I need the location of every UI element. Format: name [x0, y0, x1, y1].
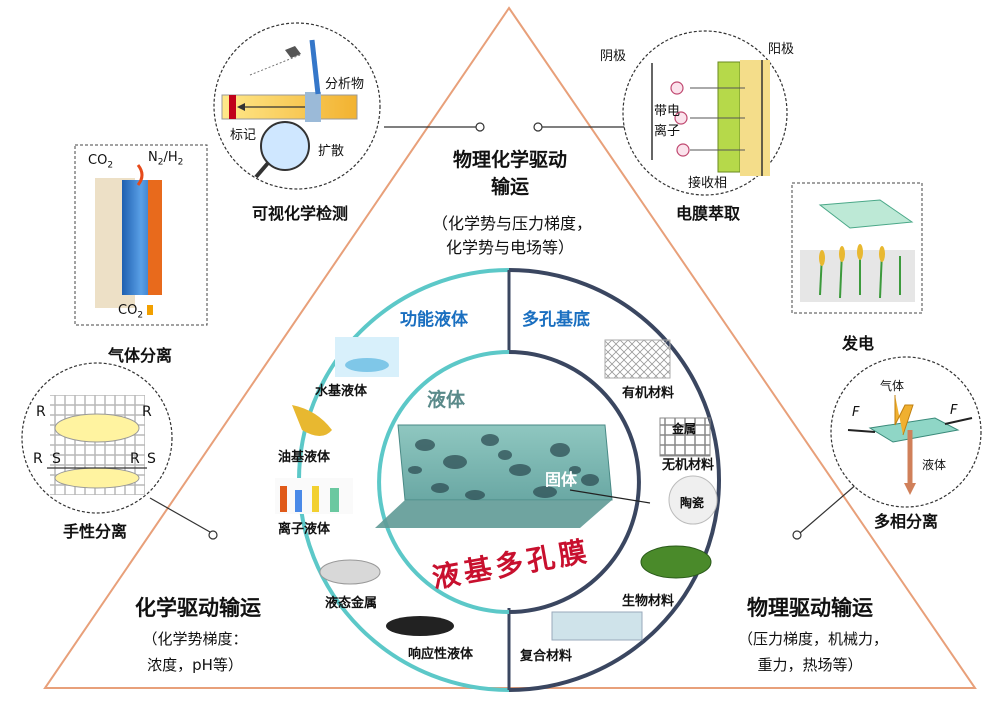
chiral-r-left: R: [36, 404, 46, 420]
chiral-separation-caption: 手性分离: [62, 522, 128, 541]
porous-substrate-heading: 多孔基底: [522, 310, 590, 330]
n2-h2-label: N2/H2: [148, 150, 184, 168]
porous-substrate-ring: [508, 268, 721, 692]
chiral-rs-left-s: S: [52, 451, 61, 467]
gas-separation-illustration: [74, 144, 208, 326]
substrate-metal-label: 金属: [672, 422, 697, 436]
analyte-label: 分析物: [325, 77, 365, 92]
co2-top-label: CO2: [88, 153, 114, 171]
substrate-organic-label: 有机材料: [622, 386, 675, 401]
cathode-label: 阴极: [600, 49, 627, 64]
diffusion-label: 扩散: [318, 144, 345, 159]
solid-label: 固体: [545, 470, 578, 489]
functional-liquid-heading: 功能液体: [400, 310, 468, 330]
power-generation-caption: 发电: [841, 334, 875, 353]
inner-ring-left: [377, 350, 510, 614]
electro-membrane-illustration: [622, 30, 788, 196]
physical-desc: （压力梯度，机械力，: [737, 630, 889, 648]
inner-ring-right: [508, 350, 641, 614]
liquid-label: 液体: [427, 389, 466, 411]
liquid-metal-label: 液态金属: [325, 596, 378, 611]
chemical-desc: （化学势梯度：: [142, 630, 248, 648]
chiral-rs-right-s: S: [147, 451, 156, 467]
multiphase-separation-illustration: [830, 356, 982, 508]
gas-phase-label: 气体: [880, 379, 905, 393]
electro-extraction-caption: 电膜萃取: [675, 204, 741, 223]
physical-desc-2: 重力，热场等）: [757, 656, 863, 674]
visual-detection-caption: 可视化学检测: [251, 204, 349, 223]
chiral-separation-illustration: [21, 362, 173, 514]
marker-label: 标记: [230, 128, 257, 143]
physchem-desc: （化学势与压力梯度，: [431, 214, 593, 233]
physical-title: 物理驱动输运: [747, 596, 873, 620]
connector-lines: [149, 122, 859, 540]
chemical-desc-2: 浓度，pH等）: [147, 656, 243, 674]
visual-detection-illustration: [213, 22, 381, 190]
substrate-ceramic-label: 陶瓷: [680, 496, 705, 510]
substrate-bio-label: 生物材料: [622, 594, 675, 609]
force-left-label: F: [852, 405, 860, 420]
multiphase-separation-caption: 多相分离: [873, 512, 939, 531]
charged-label: 带电: [654, 104, 681, 119]
substrate-composite-label: 复合材料: [520, 649, 573, 664]
ion-label: 离子: [654, 124, 681, 139]
liquid-oil-label: 油基液体: [278, 450, 331, 465]
force-right-label: F: [950, 403, 958, 418]
material-thumbnails: [275, 337, 718, 641]
chiral-r-right: R: [142, 404, 152, 420]
substrate-inorganic-label: 无机材料: [662, 458, 715, 473]
porous-membrane-block: [375, 424, 651, 528]
anode-label: 阳极: [768, 42, 795, 57]
chemical-title: 化学驱动输运: [135, 596, 261, 620]
liquid-ionic-label: 离子液体: [278, 522, 331, 537]
chiral-rs-right-r: R: [130, 451, 140, 467]
physchem-title-2: 输运: [490, 176, 530, 198]
receiving-phase-label: 接收相: [688, 176, 728, 191]
physchem-desc-2: 化学势与电场等）: [445, 238, 575, 257]
power-generation-illustration: [791, 182, 923, 314]
gas-separation-caption: 气体分离: [107, 346, 173, 365]
liquid-phase-label: 液体: [922, 458, 947, 472]
physchem-title: 物理化学驱动: [452, 149, 568, 171]
liquid-water-label: 水基液体: [315, 384, 368, 399]
co2-bottom-label: CO2: [118, 303, 144, 321]
chiral-rs-left-r: R: [33, 451, 43, 467]
liquid-responsive-label: 响应性液体: [408, 647, 474, 662]
